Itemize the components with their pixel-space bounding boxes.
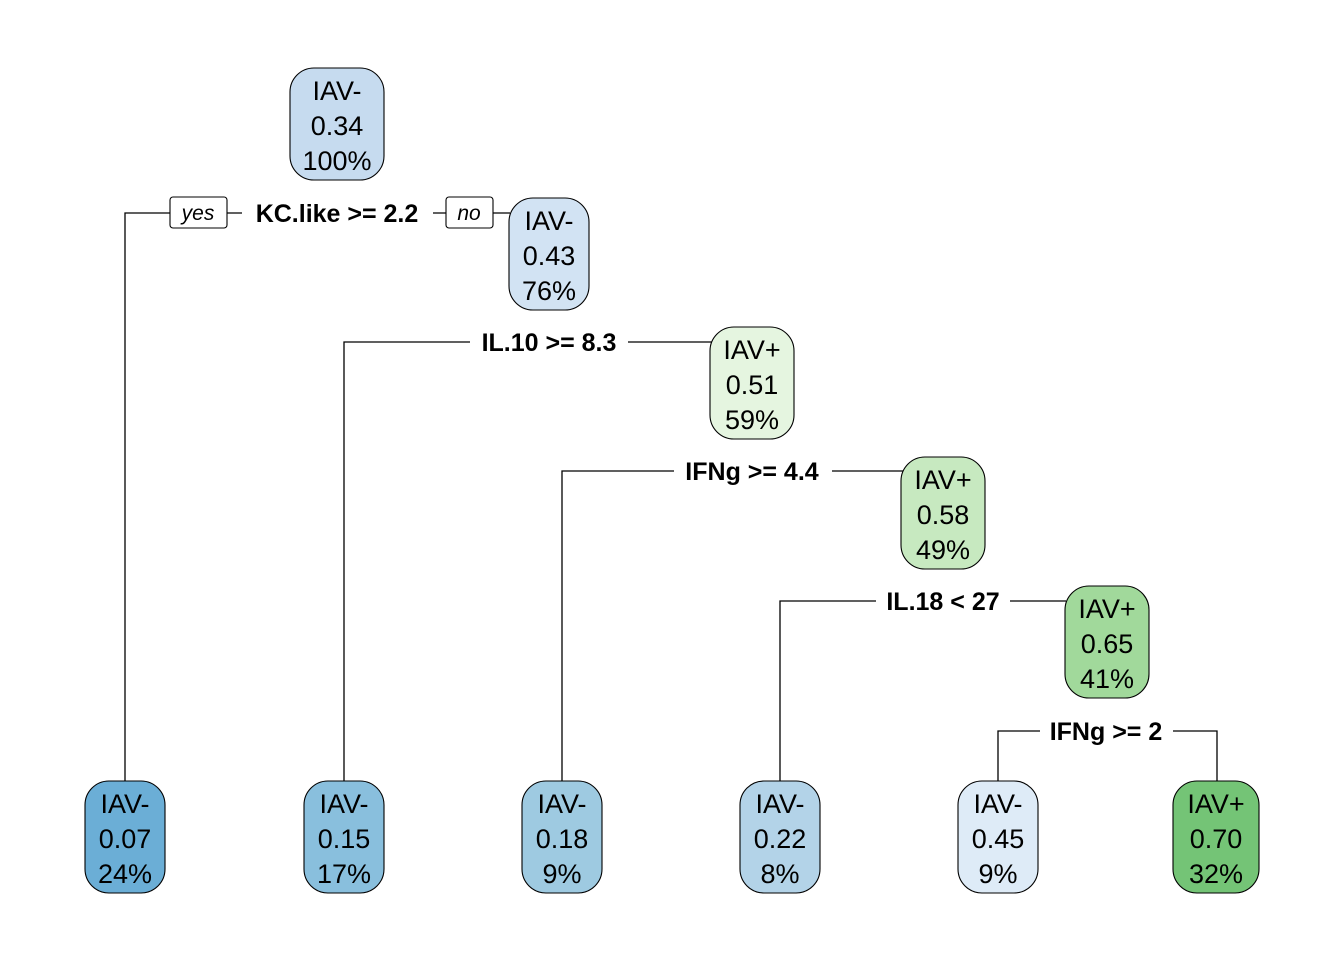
leaf-1: IAV- 0.07 24%	[84, 780, 166, 894]
edge-s1	[124, 212, 510, 782]
node-5-pct: 41%	[1080, 664, 1134, 694]
leaf-6-pct: 32%	[1189, 859, 1243, 889]
tree-edges	[124, 212, 1218, 782]
no-branch-tag: no	[445, 196, 494, 229]
edge-s4	[779, 600, 1066, 782]
node-4: IAV+ 0.58 49%	[900, 456, 986, 570]
node-3: IAV+ 0.51 59%	[709, 326, 795, 440]
split-rule-5: IFNg >= 2	[1050, 718, 1163, 746]
node-root-box	[289, 67, 385, 181]
leaf-2-pct: 17%	[317, 859, 371, 889]
leaf-6: IAV+ 0.70 32%	[1172, 780, 1260, 894]
node-5-prob: 0.65	[1081, 629, 1134, 659]
leaf-4: IAV- 0.22 8%	[739, 780, 821, 894]
node-root: IAV- 0.34 100%	[289, 67, 385, 181]
leaf-1-class: IAV-	[100, 789, 149, 819]
node-2-box	[508, 197, 590, 311]
yes-branch-tag: yes	[169, 196, 228, 229]
node-5-class: IAV+	[1078, 594, 1135, 624]
leaf-6-box	[1172, 780, 1260, 894]
node-root-class: IAV-	[312, 76, 361, 106]
leaf-3-class: IAV-	[537, 789, 586, 819]
leaf-5-class: IAV-	[973, 789, 1022, 819]
leaf-4-pct: 8%	[760, 859, 799, 889]
node-root-prob: 0.34	[311, 111, 364, 141]
node-4-prob: 0.58	[917, 500, 970, 530]
node-4-pct: 49%	[916, 535, 970, 565]
edge-s3	[561, 470, 904, 782]
leaf-6-prob: 0.70	[1190, 824, 1243, 854]
split-rule-2: IL.10 >= 8.3	[482, 329, 617, 357]
node-4-class: IAV+	[914, 465, 971, 495]
node-2-class: IAV-	[524, 206, 573, 236]
leaf-1-box	[84, 780, 166, 894]
leaf-2-prob: 0.15	[318, 824, 371, 854]
node-3-pct: 59%	[725, 405, 779, 435]
node-2-prob: 0.43	[523, 241, 576, 271]
leaf-3-prob: 0.18	[536, 824, 589, 854]
leaf-3: IAV- 0.18 9%	[521, 780, 603, 894]
leaf-1-pct: 24%	[98, 859, 152, 889]
leaf-3-box	[521, 780, 603, 894]
node-5-box	[1064, 585, 1150, 699]
node-3-class: IAV+	[723, 335, 780, 365]
leaf-2: IAV- 0.15 17%	[303, 780, 385, 894]
leaf-5: IAV- 0.45 9%	[957, 780, 1039, 894]
yes-tag-label: yes	[180, 202, 215, 225]
split-rule-3: IFNg >= 4.4	[685, 458, 818, 486]
node-root-pct: 100%	[302, 146, 371, 176]
leaf-1-prob: 0.07	[99, 824, 152, 854]
leaf-2-box	[303, 780, 385, 894]
node-5: IAV+ 0.65 41%	[1064, 585, 1150, 699]
no-tag-label: no	[457, 202, 481, 225]
leaf-5-box	[957, 780, 1039, 894]
node-3-prob: 0.51	[726, 370, 779, 400]
edge-s2	[343, 341, 712, 782]
node-2: IAV- 0.43 76%	[508, 197, 590, 311]
leaf-5-pct: 9%	[978, 859, 1017, 889]
leaf-3-pct: 9%	[542, 859, 581, 889]
leaf-2-class: IAV-	[319, 789, 368, 819]
split-rule-4: IL.18 < 27	[886, 588, 999, 616]
leaf-6-class: IAV+	[1187, 789, 1244, 819]
node-3-box	[709, 326, 795, 440]
leaf-4-prob: 0.22	[754, 824, 807, 854]
node-4-box	[900, 456, 986, 570]
leaf-5-prob: 0.45	[972, 824, 1025, 854]
leaf-4-class: IAV-	[755, 789, 804, 819]
leaf-4-box	[739, 780, 821, 894]
node-2-pct: 76%	[522, 276, 576, 306]
split-rule-1: KC.like >= 2.2	[256, 200, 419, 228]
edge-s5	[997, 730, 1218, 782]
